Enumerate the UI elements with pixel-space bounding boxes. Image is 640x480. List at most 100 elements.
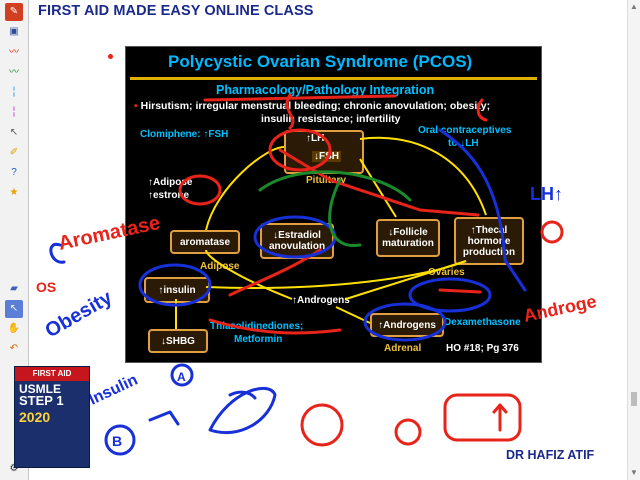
ink-green-loop	[328, 178, 362, 248]
book-brand: FIRST AID	[15, 367, 89, 381]
slide-subtitle: Pharmacology/Pathology Integration	[216, 83, 435, 97]
production-text: production	[462, 246, 516, 258]
androgens-label: ↑Androgens	[292, 295, 350, 306]
ink-cell-circle	[300, 403, 344, 447]
maturation-text: maturation	[382, 238, 434, 249]
slide-title: Polycystic Ovarian Syndrome (PCOS)	[168, 52, 473, 71]
help-icon[interactable]: ?	[11, 167, 17, 178]
thecal-text: ↑Thecal	[470, 224, 508, 236]
ink-underline-androgens	[438, 288, 482, 294]
book-step: STEP 1	[19, 393, 64, 408]
magenta-pen-icon[interactable]: ╎	[10, 107, 18, 118]
red-pen-icon[interactable]: 〰	[9, 47, 19, 58]
undo-icon[interactable]: ↶	[9, 343, 19, 354]
symptoms-line-1: • Hirsutism; irregular menstrual bleedin…	[134, 100, 491, 112]
scroll-thumb[interactable]	[631, 392, 637, 406]
ink-arrow-adrenal	[208, 318, 342, 335]
anovulation-text: anovulation	[268, 241, 326, 252]
ink-dot	[108, 54, 113, 59]
eraser-icon[interactable]: ▰	[10, 283, 18, 294]
metformin-label: Metformin	[234, 334, 283, 345]
ink-circle-androgens	[408, 277, 492, 313]
vertical-scrollbar[interactable]: ▲ ▼	[627, 0, 640, 480]
highlighter-icon[interactable]: ✐	[9, 147, 19, 158]
ink-pancreas-detail	[228, 390, 257, 400]
lecture-slide: Polycystic Ovarian Syndrome (PCOS) Pharm…	[125, 46, 542, 363]
star-icon[interactable]: ★	[9, 187, 19, 198]
ink-arrow-lh-thecal	[278, 148, 480, 217]
ink-rect-cell	[443, 393, 522, 442]
cursor-icon[interactable]: ↖	[9, 127, 19, 138]
oral-contraceptives-label: Oral contraceptives	[418, 125, 512, 136]
ink-arrow-right	[148, 410, 180, 426]
arrow-androgens-aromatase	[205, 249, 293, 300]
adrenal-androgens-box: ↑Androgens	[370, 313, 444, 337]
book-usmle: USMLE	[19, 382, 61, 396]
ink-small-cell	[394, 418, 422, 446]
ink-pancreas	[208, 386, 277, 435]
ovaries-label: Ovaries	[428, 267, 465, 278]
thecal-box: ↑Thecal hormone production	[454, 217, 524, 265]
ink-letter-a: A	[177, 370, 186, 384]
ink-small-circle	[540, 220, 564, 244]
pen-tool-icon[interactable]: ✎	[5, 3, 23, 21]
ink-os-mark	[49, 242, 66, 264]
shbg-box: ↓SHBG	[148, 329, 208, 353]
ink-circle-estradiol	[253, 215, 337, 259]
arrow-aromatase-pituitary	[205, 146, 285, 231]
lh-label: ↑LH	[306, 133, 325, 144]
ink-circle-b	[104, 424, 136, 456]
ink-os-text: OS	[36, 279, 56, 295]
ink-curve-insulin	[285, 93, 295, 130]
ink-insulin-text: Insulin	[87, 371, 141, 408]
ink-bracket-obesity	[476, 98, 488, 122]
adipose-estrone-2: ↑estrone	[148, 190, 190, 201]
ink-arrow-oc	[438, 128, 527, 292]
ink-androgen-text: Androge	[522, 291, 599, 326]
first-aid-book-cover: FIRST AID USMLE STEP 1 2020	[14, 366, 90, 468]
green-pen-icon[interactable]: 〰	[9, 67, 19, 78]
author-name: DR HAFIZ ATIF	[506, 448, 595, 462]
fsh-label: ↓FSH	[312, 151, 341, 162]
follicle-text: ↓Follicle	[388, 227, 428, 238]
ink-circle-a	[170, 363, 194, 387]
arrow-fsh-follicle	[359, 158, 397, 218]
pituitary-label: Pituitary	[306, 175, 347, 186]
estradiol-text: ↓Estradiol	[273, 230, 321, 241]
hormone-text: hormone	[467, 235, 511, 247]
oral-contraceptives-label-2: to ↓LH	[448, 138, 479, 149]
slide-reference: HO #18; Pg 376	[446, 343, 519, 354]
slide-arrows	[175, 136, 487, 329]
adrenal-label: Adrenal	[384, 343, 422, 354]
page-title: FIRST AID MADE EASY ONLINE CLASS	[38, 3, 314, 19]
adipose-estrone-1: ↑Adipose	[148, 177, 193, 188]
scroll-down-icon[interactable]: ▼	[630, 468, 638, 477]
follicle-box: ↓Follicle maturation	[376, 219, 440, 257]
ink-aromatase-text: Aromatase	[56, 212, 162, 255]
arrow-thecal-androgens	[345, 260, 467, 300]
blue-pen-icon[interactable]: ╎	[10, 87, 18, 98]
clomiphene-label: Clomiphene: ↑FSH	[140, 129, 229, 140]
ink-circle-adrenal	[363, 302, 447, 342]
arrow-lh-thecal	[359, 136, 487, 216]
symptoms-line-2: insulin resistance; infertility	[261, 113, 401, 125]
scroll-up-icon[interactable]: ▲	[630, 2, 638, 11]
ink-lh-text: LH↑	[530, 184, 563, 204]
dexamethasone-label: Dexamethasone	[444, 317, 521, 328]
select-arrow-icon[interactable]: ↖	[5, 300, 23, 318]
ink-green-arc	[258, 170, 412, 202]
thiazolidinediones-label: Thiazolidinediones;	[210, 321, 304, 332]
adipose-label: Adipose	[200, 261, 240, 272]
ink-circle-aromatase	[178, 174, 222, 206]
ink-circle-lh	[268, 128, 332, 172]
ink-underline-irregular	[203, 94, 397, 102]
book-year: 2020	[19, 409, 51, 425]
title-divider	[130, 77, 537, 80]
settings-icon[interactable]: ⚙	[9, 463, 19, 474]
ink-circle-insulin	[138, 263, 212, 307]
hand-icon[interactable]: ✋	[7, 323, 21, 334]
symptoms-text-1: Hirsutism; irregular menstrual bleeding;…	[140, 100, 491, 112]
save-icon[interactable]: ▣	[9, 26, 19, 37]
ink-letter-b: B	[112, 433, 122, 449]
